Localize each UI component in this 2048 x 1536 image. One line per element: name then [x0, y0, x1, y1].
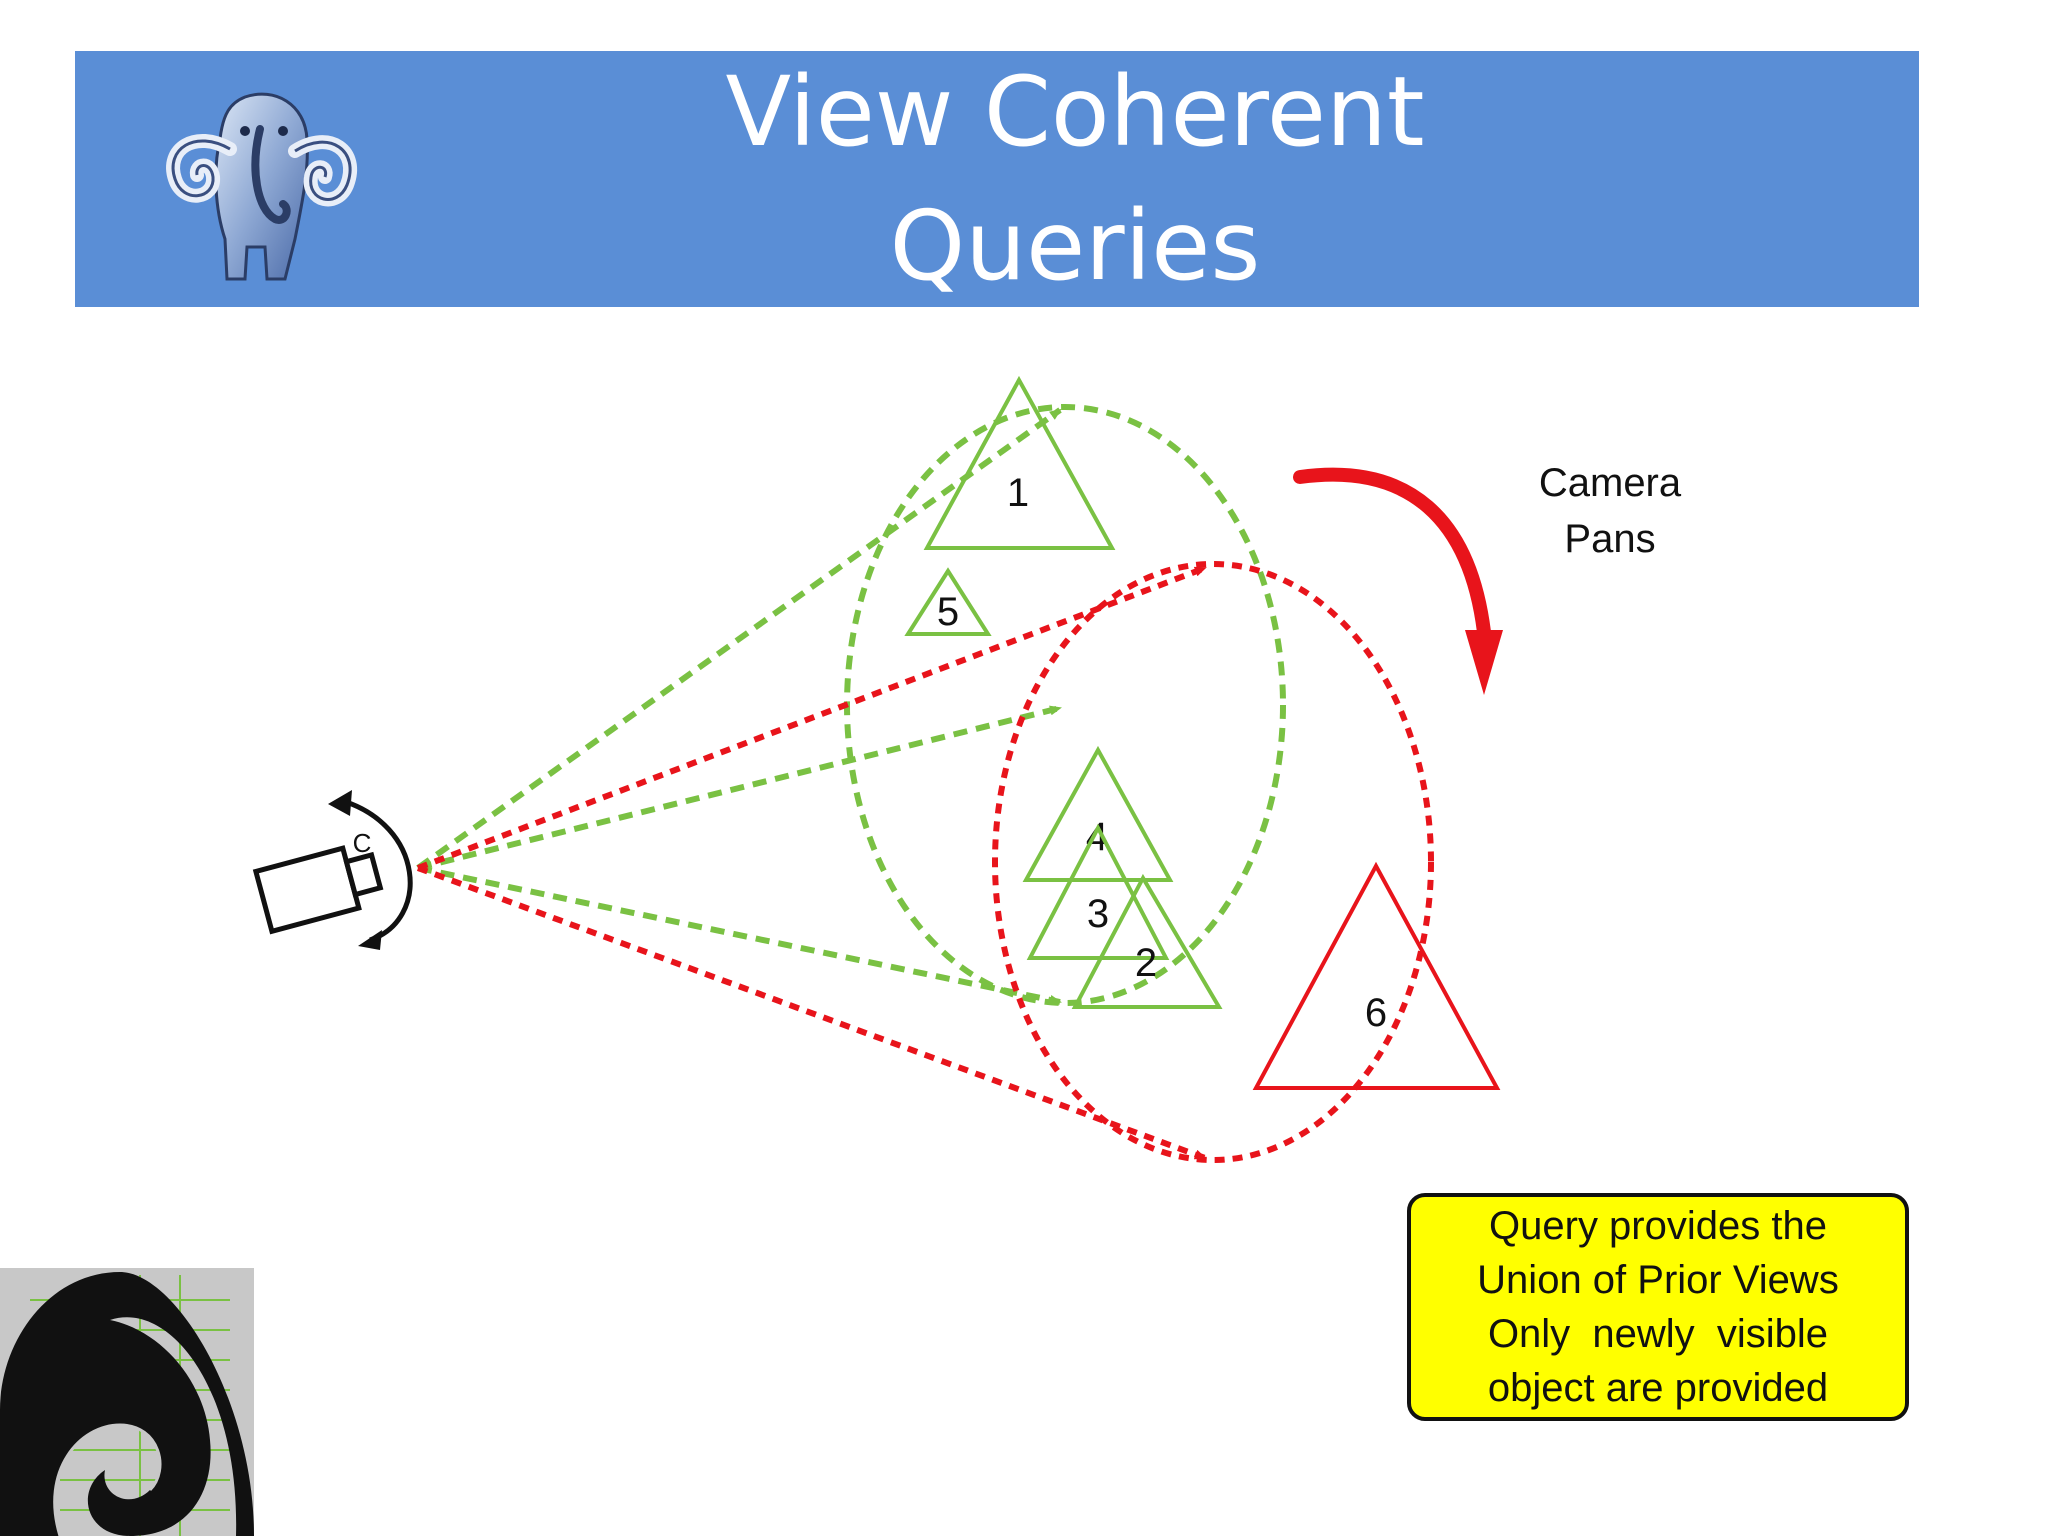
camera-pan-arrow: [1293, 467, 1503, 695]
object-4: 4: [1022, 745, 1174, 882]
object-3-label: 3: [1087, 892, 1109, 936]
title-banner: View Coherent Queries: [75, 51, 1919, 307]
new-view-ellipse: [992, 561, 1434, 1163]
camera-pans-line-1: Camera: [1538, 461, 1682, 505]
object-2: 2: [1071, 873, 1223, 1009]
object-6-label: 6: [1365, 991, 1387, 1035]
note-line-3: Only newly visible: [1487, 1312, 1829, 1356]
prior-view-ellipse: [844, 404, 1286, 1006]
note-line-4: object are provided: [1487, 1366, 1829, 1410]
note-line-2: Union of Prior Views: [1477, 1258, 1839, 1302]
object-5-label: 5: [937, 590, 959, 634]
camera-pans-label: Camera Pans: [1500, 455, 1720, 567]
prior-ray-upper: [417, 705, 1062, 871]
camera-icon: C: [252, 790, 413, 950]
new-ray-top: [416, 565, 1207, 871]
slide-title: View Coherent Queries: [635, 51, 1515, 307]
note-line-1: Query provides the: [1489, 1204, 1827, 1248]
camera-letter: C: [353, 828, 372, 858]
object-4-label: 4: [1086, 815, 1108, 859]
object-6: 6: [1252, 861, 1501, 1090]
camera-pans-line-2: Pans: [1564, 517, 1656, 561]
spiral-logo: [0, 1268, 254, 1536]
mammoth-logo: [166, 92, 358, 281]
prior-ray-top: [416, 407, 1062, 871]
new-view-frustum: [416, 561, 1434, 1163]
title-line-1: View Coherent: [725, 56, 1425, 168]
query-note-box: Query provides the Union of Prior Views …: [1407, 1193, 1909, 1421]
prior-view-frustum: [416, 404, 1286, 1006]
title-line-2: Queries: [889, 190, 1261, 302]
object-1-label: 1: [1007, 471, 1029, 515]
new-ray-bottom: [416, 865, 1207, 1161]
object-1: 1: [923, 375, 1116, 550]
prior-ray-lower: [417, 865, 1062, 1005]
object-5: 5: [904, 567, 992, 636]
object-2-label: 2: [1135, 941, 1157, 985]
object-3: 3: [1026, 823, 1170, 960]
